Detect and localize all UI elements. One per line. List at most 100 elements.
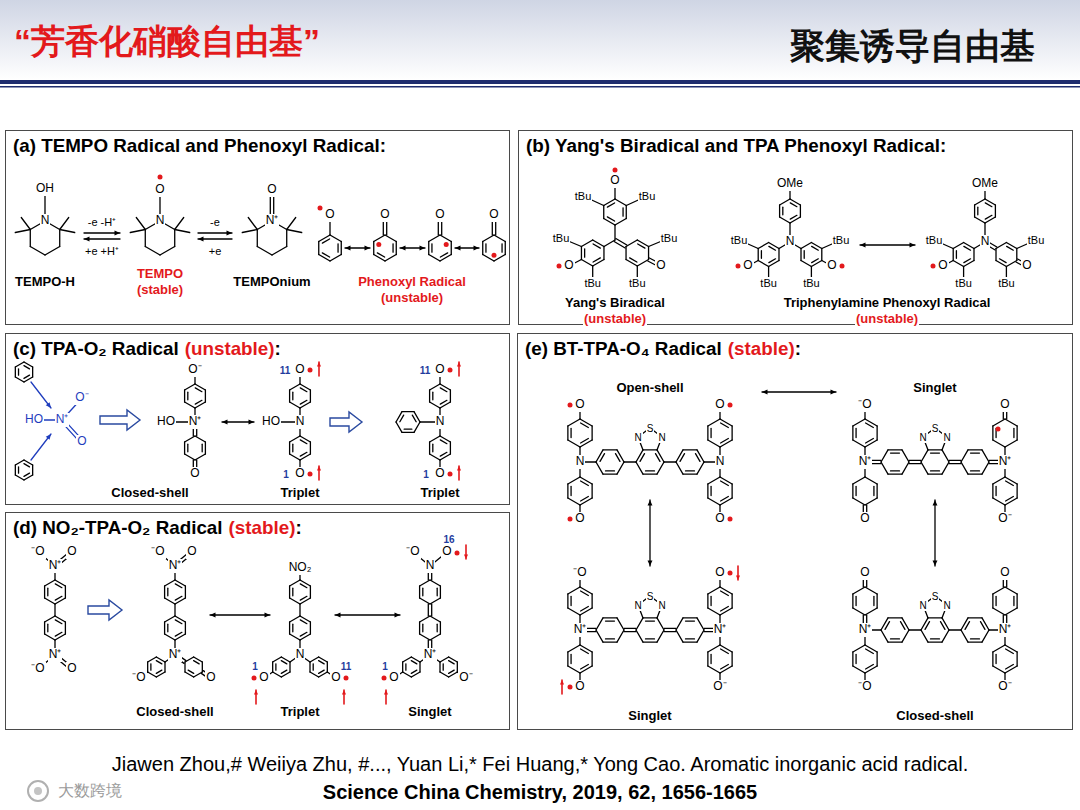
callout-number: 1	[282, 469, 290, 480]
atom-label: N	[575, 455, 586, 468]
bond-line	[866, 423, 874, 427]
bond-line	[194, 661, 200, 664]
watermark-logo	[34, 787, 42, 795]
bond-line	[24, 473, 30, 476]
bond-line	[982, 462, 989, 474]
bond-line	[30, 230, 31, 247]
substituent-label: tBu	[925, 234, 944, 246]
bond-line	[440, 622, 441, 634]
radical-dot	[444, 242, 449, 247]
bond-line	[337, 244, 338, 252]
bond-line	[377, 253, 384, 257]
bond-line	[596, 630, 603, 642]
bond-line	[697, 450, 704, 462]
bond-line	[570, 597, 571, 606]
bond-line	[440, 657, 449, 662]
bond-line	[300, 452, 307, 456]
bond-line	[175, 632, 182, 636]
atom-label: O	[294, 467, 305, 480]
bond-line	[603, 473, 617, 474]
bond-line	[852, 652, 853, 666]
bond-line	[964, 259, 971, 263]
bond-line	[769, 259, 776, 263]
bond-line	[501, 244, 502, 252]
bond-line	[761, 251, 762, 259]
bond-line	[272, 662, 273, 672]
bond-line	[431, 604, 432, 616]
bond-line	[686, 638, 695, 639]
bond-line	[505, 242, 506, 255]
bond-line	[1013, 597, 1014, 606]
bond-line	[758, 249, 759, 261]
bond-line	[720, 666, 732, 673]
atom-label: N⁺	[265, 214, 280, 227]
bond-line	[804, 251, 805, 259]
bond-line	[482, 242, 483, 255]
arrow-head	[317, 362, 321, 367]
bond-line	[581, 423, 589, 427]
radical-dot	[158, 175, 163, 180]
atom-label: N⁺	[423, 648, 438, 661]
bond-line	[931, 638, 940, 639]
atom-label: O	[574, 512, 585, 525]
bond-line	[636, 462, 643, 474]
bond-line	[45, 247, 60, 256]
atom-label: O	[714, 398, 725, 411]
bond-line	[637, 240, 648, 247]
callout-number: 1	[422, 469, 430, 480]
bond-line	[428, 604, 429, 616]
bond-line	[624, 461, 636, 462]
bond-line	[205, 442, 206, 454]
bond-line	[65, 586, 66, 598]
bond-line	[450, 390, 451, 402]
bond-line	[44, 622, 45, 634]
bond-line	[341, 242, 342, 255]
structure-caption: Triphenylamine Phenoxyl Radical	[783, 296, 992, 310]
arrow-head	[317, 466, 321, 471]
structure-caption: Triplet	[279, 705, 320, 719]
bond-line	[891, 470, 900, 471]
bond-line	[800, 205, 801, 217]
bond-line	[414, 422, 420, 432]
bond-line	[683, 449, 697, 450]
bond-line	[319, 661, 325, 664]
atom-label: N	[435, 415, 446, 428]
bond-line	[31, 382, 51, 408]
atom-label: S	[646, 591, 655, 602]
bond-line	[1005, 608, 1017, 615]
bond-line	[707, 484, 708, 498]
bond-line	[993, 440, 1005, 447]
bond-line	[697, 462, 704, 474]
bond-line	[603, 206, 604, 219]
bond-line	[992, 426, 993, 440]
bond-line	[865, 608, 877, 615]
atom-label: N	[918, 600, 927, 611]
bond-line	[891, 452, 900, 453]
bond-line	[45, 634, 55, 640]
structure-caption: TEMPO	[136, 267, 184, 281]
radical-dot	[252, 676, 257, 681]
bond-line	[392, 244, 393, 252]
bond-line	[581, 481, 589, 485]
bond-line	[1005, 477, 1017, 484]
bond-line	[782, 207, 783, 215]
callout-number: 1	[251, 661, 259, 672]
atom-label: ⁻O	[405, 545, 420, 558]
bond-line	[310, 586, 311, 598]
bond-line	[300, 400, 307, 404]
bond-line	[55, 620, 62, 624]
bond-line	[683, 473, 697, 474]
bond-line	[902, 630, 909, 642]
bond-line	[165, 598, 175, 604]
bond-line	[617, 618, 624, 630]
bond-line	[676, 618, 683, 630]
bond-line	[54, 604, 55, 616]
bond-line	[287, 218, 296, 230]
bond-line	[440, 452, 447, 456]
bond-line	[430, 634, 440, 640]
arrow-head	[365, 246, 370, 251]
bond-line	[429, 255, 440, 262]
panel-heading-row: (a) TEMPO Radical and Phenoxyl Radical:	[13, 135, 509, 157]
